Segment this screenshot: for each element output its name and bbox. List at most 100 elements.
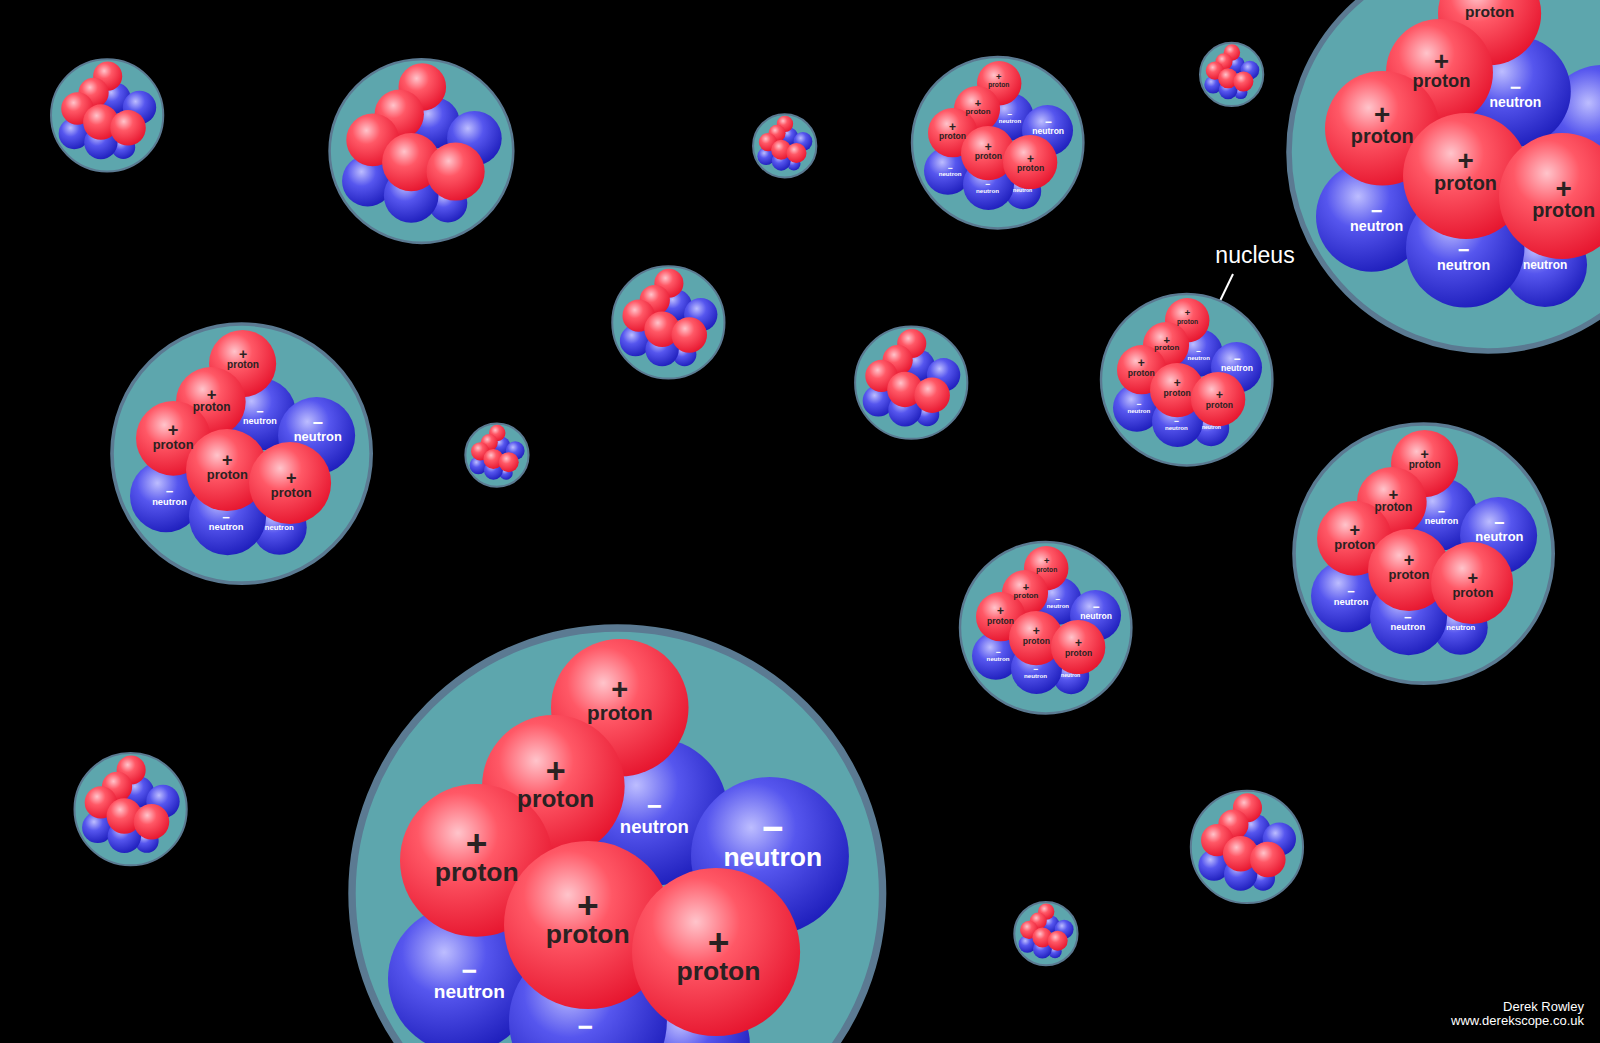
proton: +proton [1386,19,1493,126]
neutron: −neutron [1070,590,1121,641]
ball-label: −neutron [939,165,962,178]
charge-sign: + [517,758,594,785]
ball-label: −neutron [1188,348,1210,361]
small-nucleus [330,59,514,243]
ball-label: −neutron [723,815,822,873]
small-nucleus [1191,791,1303,903]
ball-label: −neutron [243,407,277,427]
charge-sign: − [1425,507,1459,517]
neutron: −neutron [1460,36,1571,147]
small-nucleus [465,423,528,486]
particle-name: neutron [620,817,689,837]
proton: +proton [632,868,800,1036]
ball-label: +proton [227,349,259,371]
neutron: −neutron [1311,560,1383,632]
particle-name: proton [207,468,248,482]
neutron: neutron [1005,173,1041,209]
proton-ball [914,377,950,413]
neutron: −neutron [580,738,728,886]
proton: +proton [504,841,672,1009]
neutron-ball [1503,223,1587,307]
proton: +proton [249,442,331,524]
neutron: neutron [1433,600,1488,655]
ball-label: neutron [1061,673,1080,678]
nucleus-circle [855,327,967,439]
particle-name: proton [1452,586,1493,600]
charge-sign: + [988,73,1009,80]
particle-name: proton [1465,4,1514,20]
nucleus-circle [352,628,883,1043]
charge-sign: + [1164,379,1191,389]
particle-name: proton [1389,568,1430,582]
neutron: −neutron [130,460,202,532]
ball-label: +proton [966,99,991,116]
proton-ball [110,110,146,146]
particle-name: proton [939,132,966,141]
ball-label: −neutron [209,513,244,533]
proton-ball [1051,620,1105,674]
ball-label: −neutron [1390,613,1425,633]
ball-label: −neutron [976,182,999,195]
charge-sign: + [1023,627,1050,637]
proton: +proton [1357,467,1427,537]
charge-sign: + [227,349,259,360]
charge-sign: + [677,928,761,958]
neutron: −neutron [1152,396,1203,447]
proton-ball [1003,135,1057,189]
particle-name: neutron [1165,425,1188,431]
particle-name: neutron [1334,598,1369,608]
charge-sign: − [1334,587,1369,597]
nucleus-circle [330,59,514,243]
ball-label: +proton [587,678,653,723]
neutron: −neutron [972,632,1020,680]
nucleus: +proton+proton−neutron−neutron+proton+pr… [1294,424,1553,683]
ball-label: +proton [1434,151,1497,194]
small-nucleus [51,59,163,171]
neutron: −neutron [189,478,266,555]
particle-name: proton [153,438,194,452]
charge-sign: − [976,182,999,189]
charge-sign: − [723,815,822,845]
proton-ball [249,442,331,524]
particle-name: proton [1434,173,1497,194]
neutron: neutron [252,500,307,555]
proton-ball [671,317,707,353]
proton: +proton [1391,430,1458,497]
proton: +proton [1317,501,1392,576]
particle-name: proton [546,921,630,949]
ball-label: +proton [1128,359,1155,378]
particle-name: neutron [1490,95,1542,110]
ball-label: +proton [987,607,1014,626]
ball-label: −neutron [1490,80,1542,110]
ball-label: neutron [1523,259,1567,272]
particle-name: neutron [1221,364,1253,373]
charge-sign: − [243,407,277,417]
ball-label: +proton [988,73,1009,88]
charge-sign: + [1413,51,1471,72]
ball-label: +proton [1351,105,1414,148]
charge-sign: + [271,471,312,486]
ball-label: −neutron [1221,354,1253,373]
particle-name: proton [1128,369,1155,378]
ball-label: − [577,1018,593,1039]
proton-ball [426,142,484,200]
neutron-ball [1193,410,1229,446]
proton: +proton [1431,542,1513,624]
particle-name: proton [1014,593,1039,601]
charge-sign: + [193,388,231,401]
ball-label: −neutron [1080,602,1112,621]
charge-sign: − [577,1018,593,1039]
particle-name: neutron [1024,673,1047,679]
proton: +proton [186,429,268,511]
particle-name: neutron [987,656,1010,662]
neutron: −neutron [278,397,355,474]
particle-name: neutron [1047,603,1069,609]
particle-name: neutron [1437,258,1490,273]
neutron-ball [189,478,266,555]
particle-name: proton [1164,389,1191,398]
charge-sign: − [434,961,505,982]
particle-name: proton [1177,318,1198,325]
proton-ball [1048,931,1068,951]
charge-sign: + [1434,151,1497,173]
particle-name: proton [1334,538,1375,552]
